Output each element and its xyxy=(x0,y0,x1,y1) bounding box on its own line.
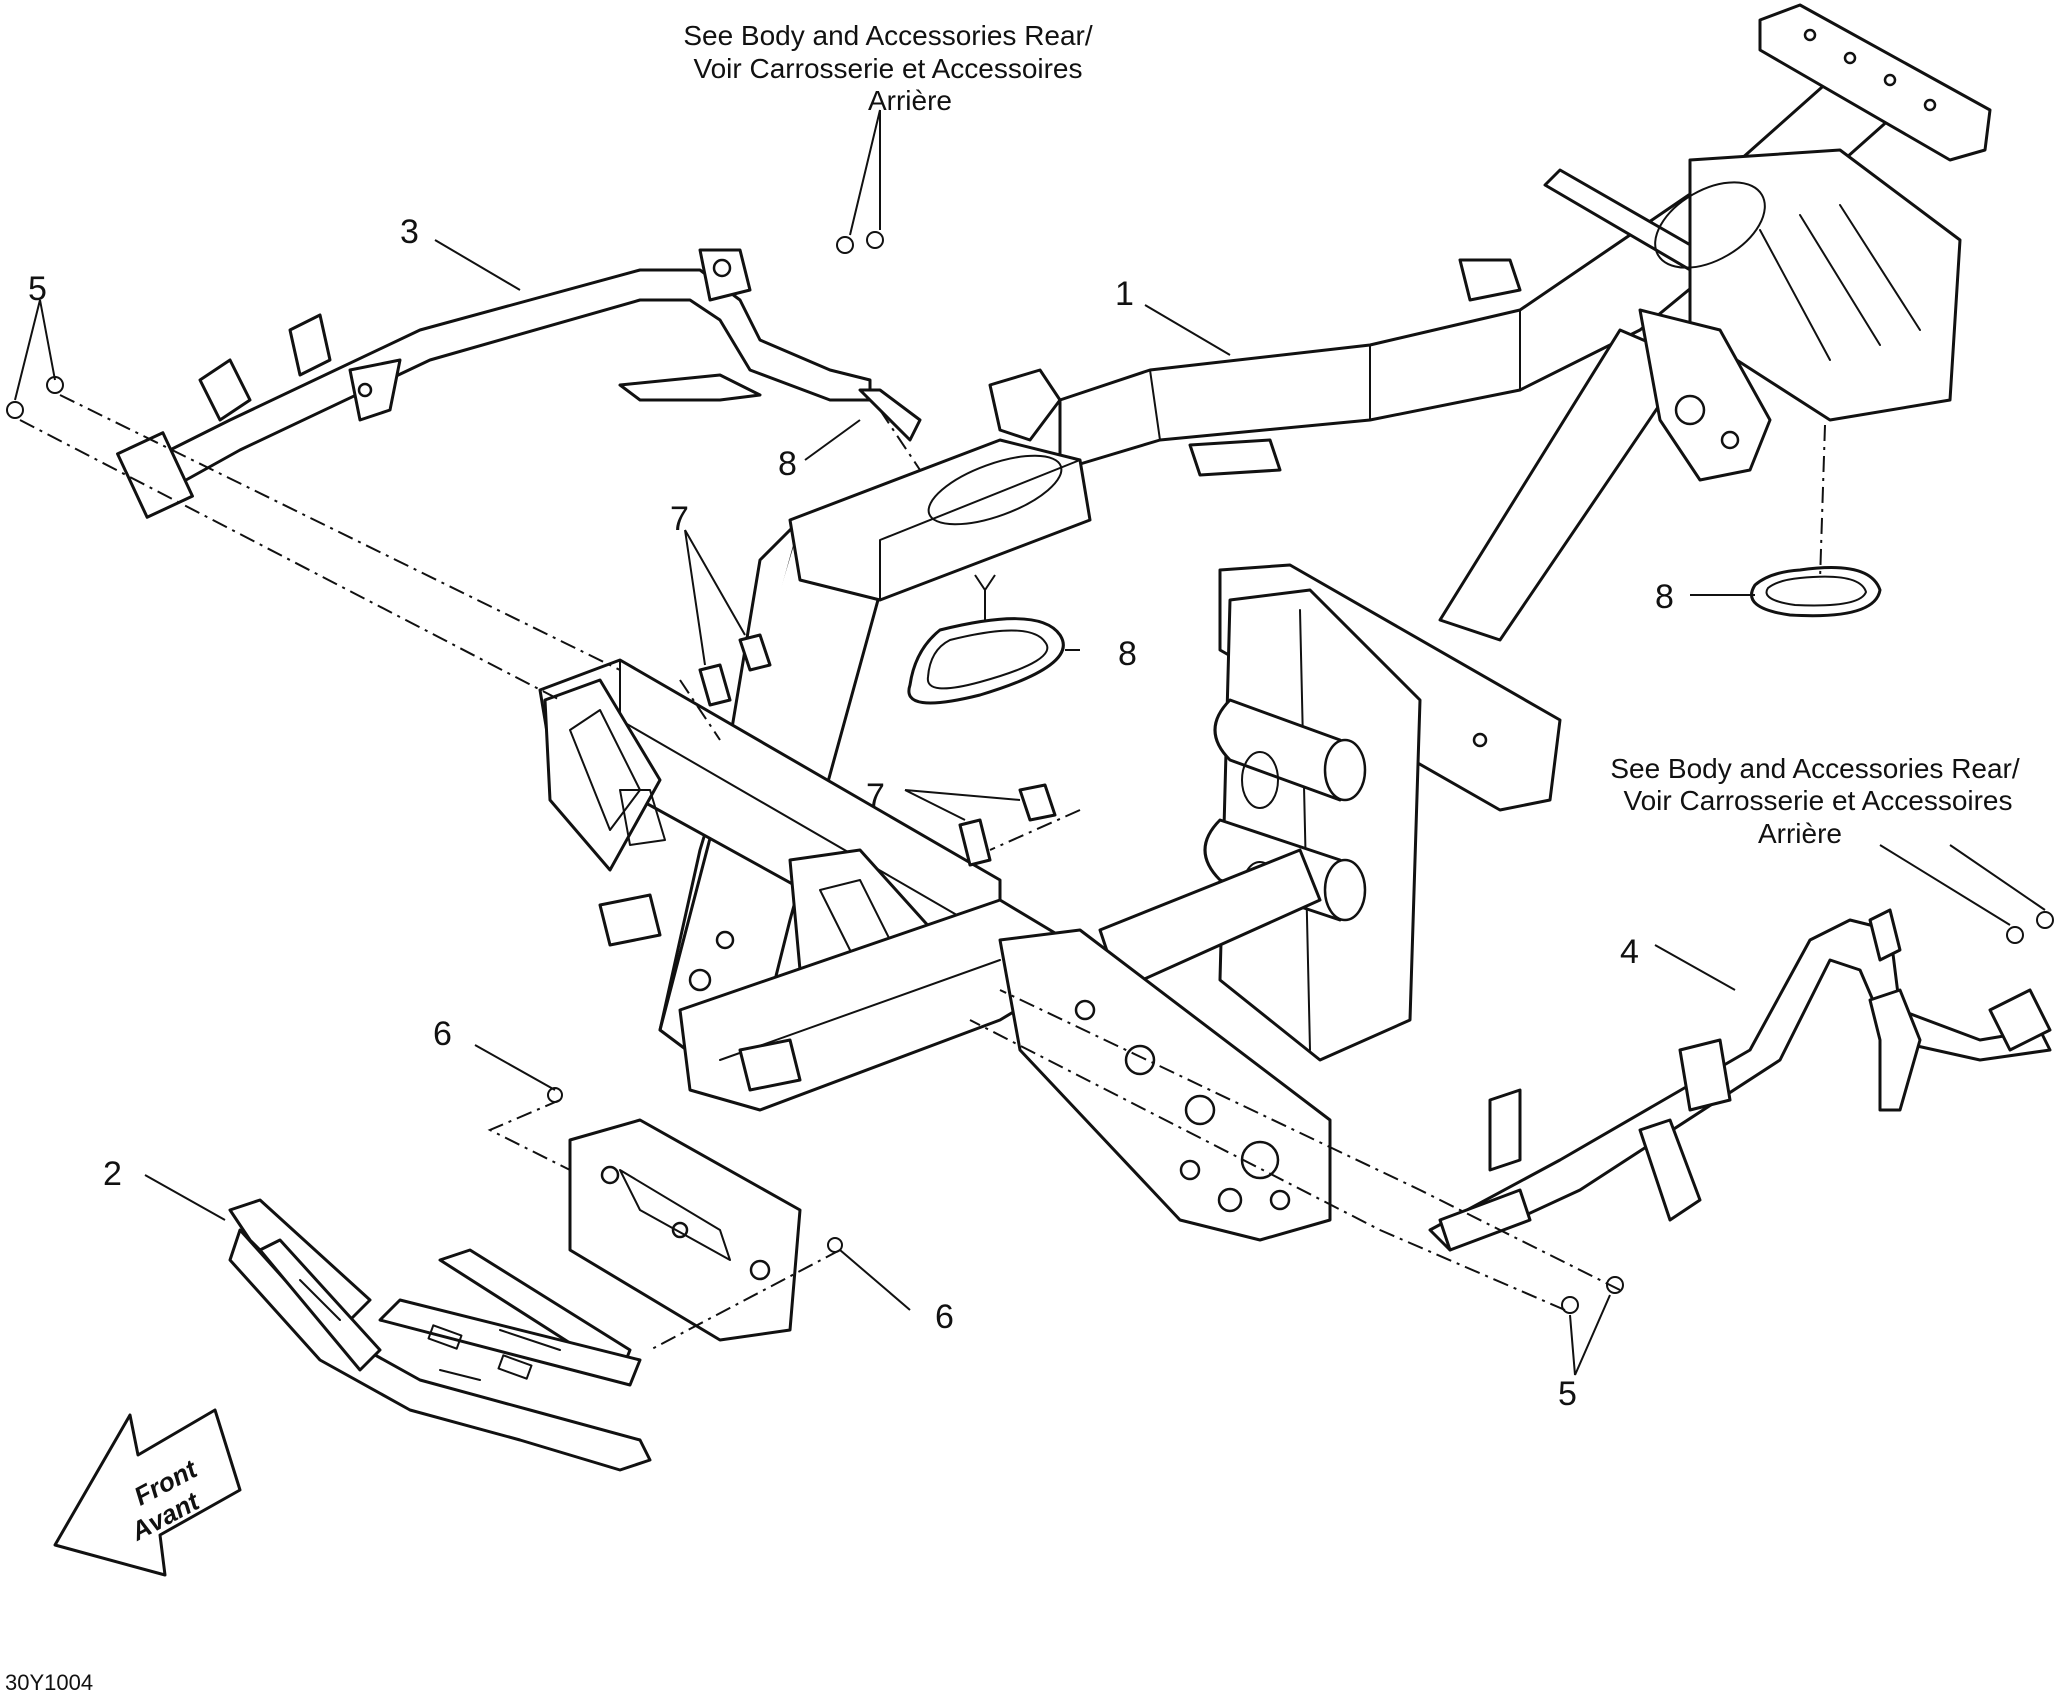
rear-left-rail-part-3 xyxy=(116,248,872,519)
assembly-lines xyxy=(19,394,1826,1351)
frame-part-1 xyxy=(538,3,1992,1342)
callout-frame: 1 xyxy=(1115,275,1134,313)
figure-code: 30Y1004 xyxy=(5,1670,93,1695)
note-rear-right: See Body and Accessories Rear/ Voir Carr… xyxy=(1610,753,2020,849)
callout-screw-bottom: 6 xyxy=(935,1298,954,1336)
callout-front-bumper: 2 xyxy=(103,1155,122,1193)
seal-middle-part-8 xyxy=(907,617,1065,705)
note-rear-right-line2: Voir Carrosserie et Accessoires xyxy=(1623,785,2012,816)
note-rear-right-line1: See Body and Accessories Rear/ xyxy=(1610,753,2020,784)
front-bumper-part-2 xyxy=(228,1198,652,1472)
callout-seal-middle: 8 xyxy=(1118,635,1137,673)
callout-clip-upper: 7 xyxy=(670,500,689,538)
clips-upper-part-7 xyxy=(698,633,772,707)
callout-seal-right: 8 xyxy=(1655,578,1674,616)
seal-top-part-8 xyxy=(858,388,922,442)
callout-screw-rear-right: 5 xyxy=(1558,1375,1577,1413)
note-rear-left-line1: See Body and Accessories Rear/ xyxy=(683,20,1093,51)
note-rear-left-line3: Arrière xyxy=(868,85,952,116)
note-rear-left-line2: Voir Carrosserie et Accessoires xyxy=(693,53,1082,84)
callout-rear-right-rail: 4 xyxy=(1620,933,1639,971)
callout-screw-rear-left: 5 xyxy=(28,270,47,308)
callout-screw-top: 6 xyxy=(433,1015,452,1053)
note-rear-left: See Body and Accessories Rear/ Voir Carr… xyxy=(683,20,1093,116)
front-direction-arrow: Front Avant xyxy=(53,1408,242,1577)
callout-seal-top: 8 xyxy=(778,445,797,483)
bolts xyxy=(6,231,2054,1314)
callout-rear-left-rail: 3 xyxy=(400,213,419,251)
clips-lower-part-7 xyxy=(958,783,1057,867)
note-rear-right-line3: Arrière xyxy=(1758,818,1842,849)
callout-clip-lower: 7 xyxy=(866,777,885,815)
seal-right-part-8 xyxy=(1750,566,1882,618)
rear-right-rail-part-4 xyxy=(1428,908,2052,1252)
leader-lines xyxy=(14,109,2046,1376)
